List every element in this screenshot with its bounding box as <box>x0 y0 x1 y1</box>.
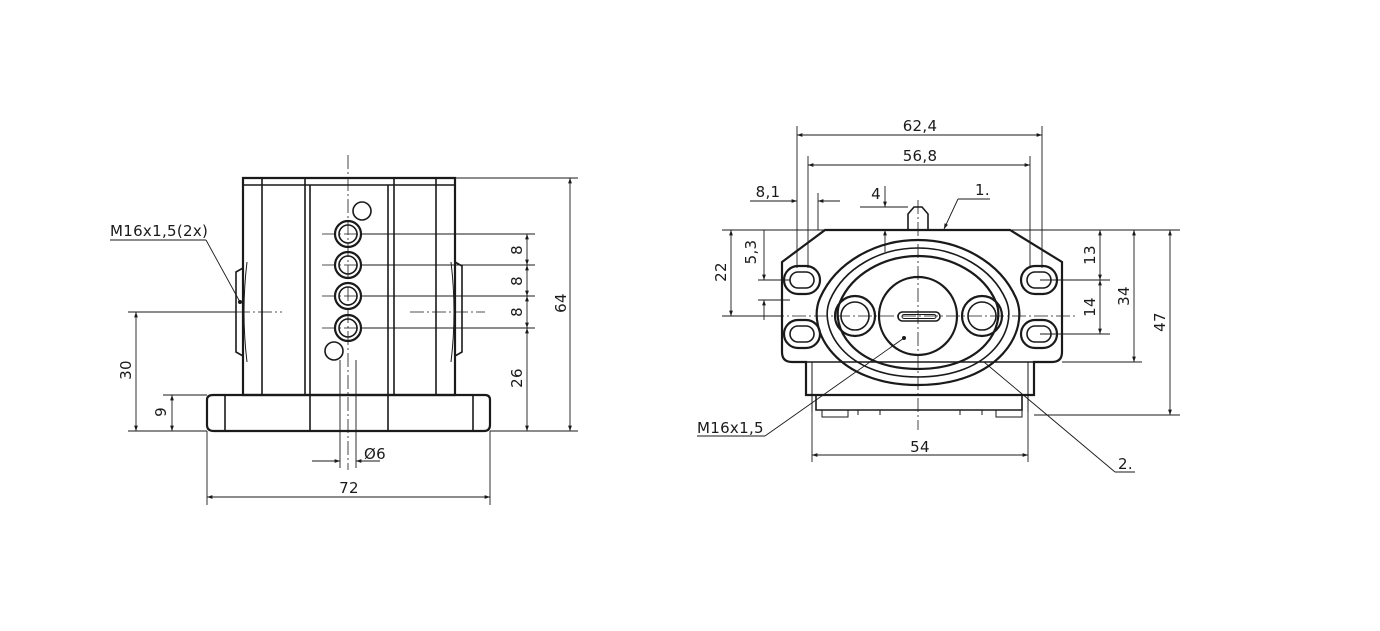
right-body-outline <box>780 206 1064 418</box>
right-centerlines <box>770 200 1075 430</box>
dim-5-3: 5,3 <box>742 240 760 265</box>
dim-hole-diameter: Ø6 <box>364 445 386 463</box>
dim-22: 22 <box>712 262 730 282</box>
callout-1: 1. <box>975 181 990 199</box>
dim-slot-width-8-1: 8,1 <box>756 183 781 201</box>
dim-base-width-54: 54 <box>910 438 930 456</box>
right-dimension-labels: 62,4 56,8 8,1 4 1. 22 5,3 13 14 34 47 54… <box>697 117 1169 473</box>
dim-pitch-8-c: 8 <box>508 307 526 317</box>
left-view: M16x1,5(2x) 64 8 8 8 26 30 9 72 Ø6 <box>110 155 578 505</box>
left-dimension-labels: M16x1,5(2x) 64 8 8 8 26 30 9 72 Ø6 <box>110 222 570 497</box>
right-mounting-slots <box>782 264 1059 350</box>
dim-nub-height-4: 4 <box>871 185 881 203</box>
dim-47: 47 <box>1151 312 1169 332</box>
dim-height-64: 64 <box>552 293 570 313</box>
dim-width-72: 72 <box>339 479 359 497</box>
dim-offset-26: 26 <box>508 368 526 388</box>
dim-13: 13 <box>1081 245 1099 265</box>
right-dimensions <box>697 126 1180 473</box>
right-view: 62,4 56,8 8,1 4 1. 22 5,3 13 14 34 47 54… <box>697 117 1180 473</box>
dim-axis-30: 30 <box>117 360 135 380</box>
dim-overall-width-62-4: 62,4 <box>903 117 938 135</box>
dim-pitch-8-b: 8 <box>508 276 526 286</box>
left-dimensions <box>110 177 578 505</box>
thread-label-right: M16x1,5 <box>697 419 764 437</box>
dim-34: 34 <box>1115 286 1133 306</box>
callout-2: 2. <box>1118 455 1133 473</box>
dim-pitch-8-a: 8 <box>508 245 526 255</box>
dim-14: 14 <box>1081 297 1099 317</box>
thread-label-left: M16x1,5(2x) <box>110 222 208 240</box>
dim-base-9: 9 <box>152 407 170 417</box>
dim-hole-spacing-56-8: 56,8 <box>903 147 938 165</box>
